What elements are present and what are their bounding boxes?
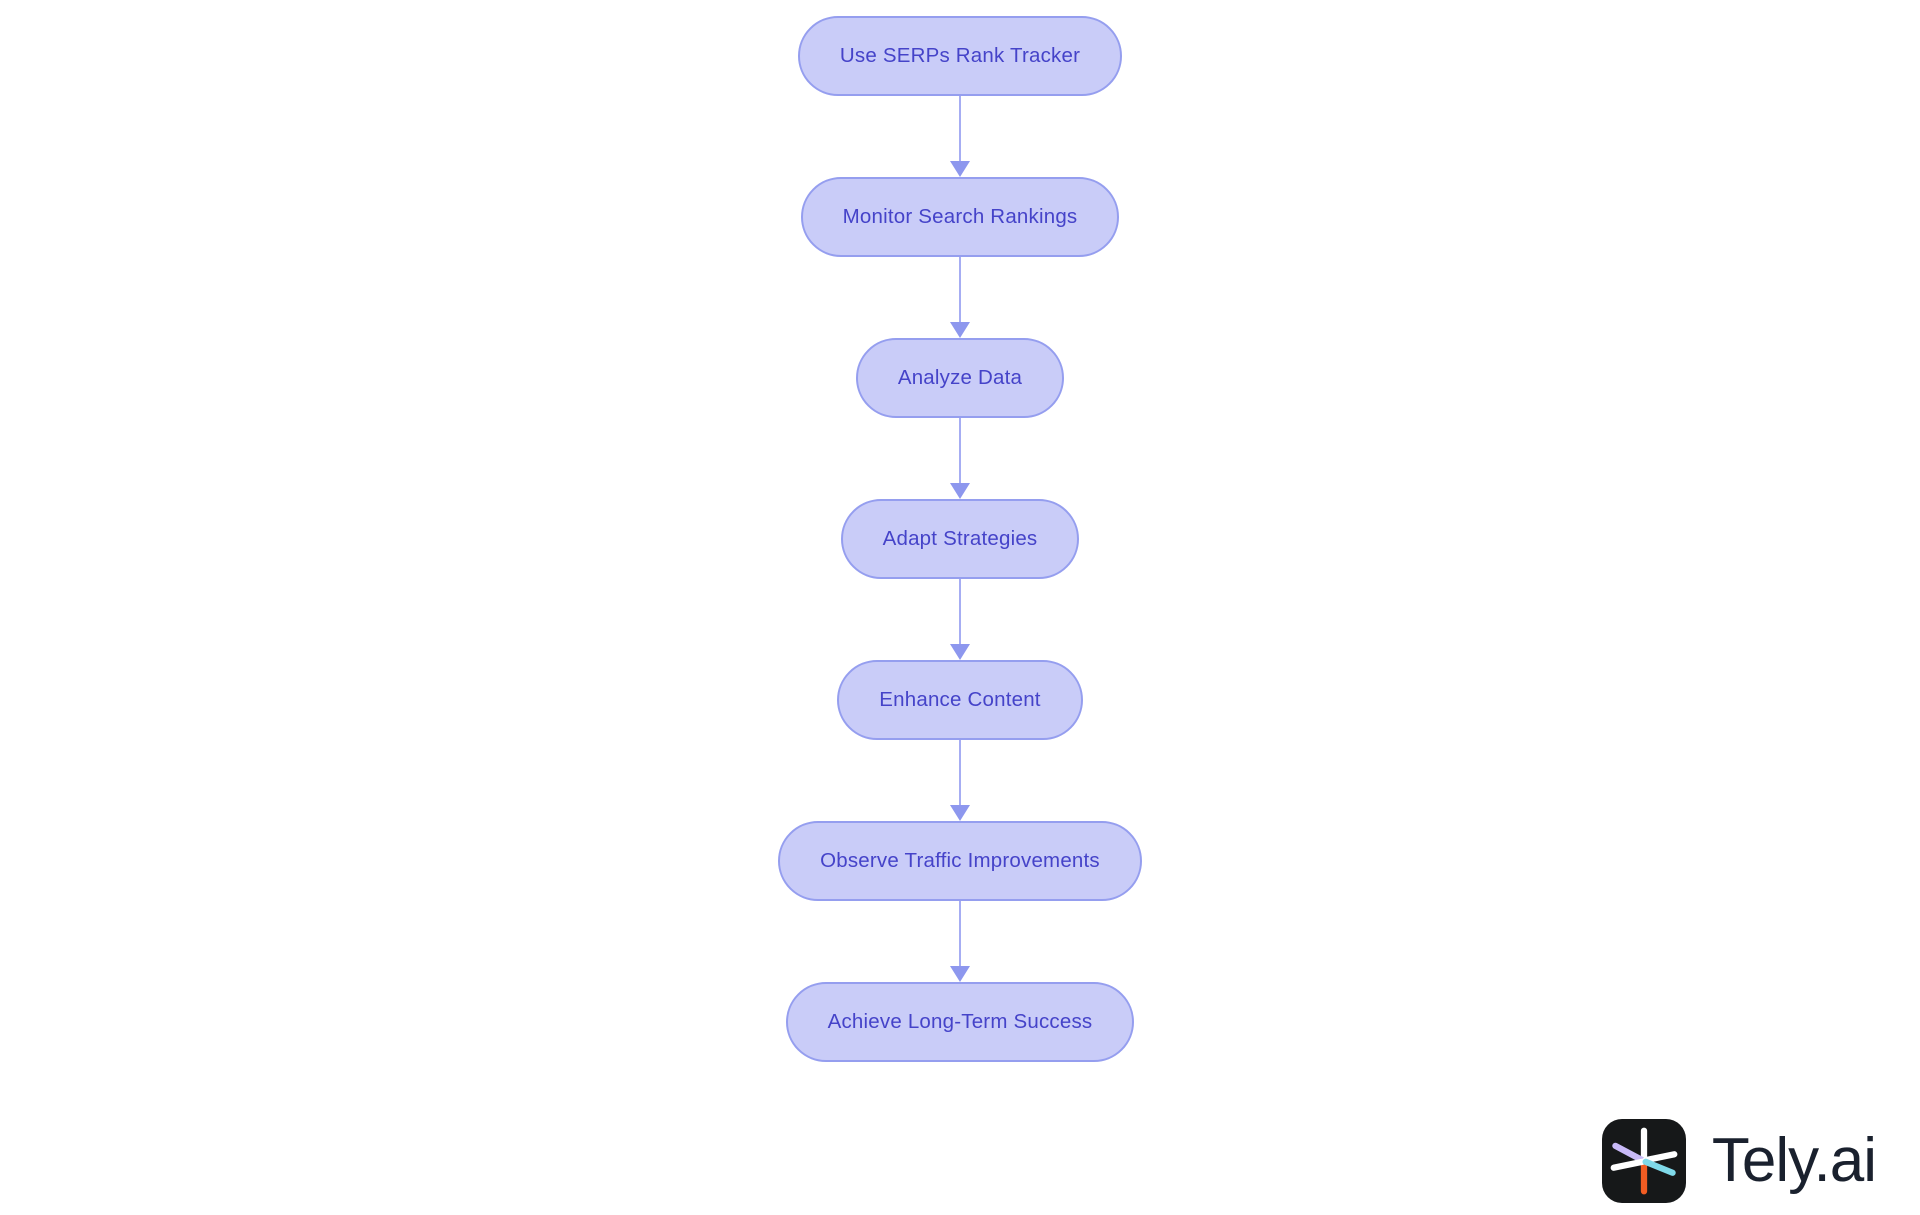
flow-node-use-serps-rank-tracker: Use SERPs Rank Tracker: [797, 16, 1123, 96]
brand-logo-text: Tely.ai: [1711, 1126, 1877, 1195]
arrow-line: [959, 579, 961, 645]
arrow-line: [959, 96, 961, 162]
flow-node-label: Achieve Long-Term Success: [827, 1010, 1093, 1033]
flow-arrow: [950, 740, 970, 821]
arrow-head-icon: [950, 644, 970, 660]
flow-arrow: [950, 418, 970, 499]
flow-node-label: Adapt Strategies: [882, 527, 1038, 550]
flow-node-label: Use SERPs Rank Tracker: [839, 44, 1081, 67]
flow-node-achieve-long-term-success: Achieve Long-Term Success: [785, 982, 1135, 1062]
flow-arrow: [950, 901, 970, 982]
flow-node-enhance-content: Enhance Content: [837, 660, 1083, 740]
flow-arrow: [950, 257, 970, 338]
arrow-head-icon: [950, 966, 970, 982]
flow-node-label: Monitor Search Rankings: [842, 205, 1078, 228]
arrow-head-icon: [950, 805, 970, 821]
flow-node-analyze-data: Analyze Data: [855, 338, 1065, 418]
flow-node-adapt-strategies: Adapt Strategies: [840, 499, 1080, 579]
arrow-line: [959, 418, 961, 484]
arrow-head-icon: [950, 322, 970, 338]
tely-asterisk-icon: [1601, 1119, 1686, 1203]
flow-node-label: Enhance Content: [879, 688, 1041, 711]
arrow-line: [959, 257, 961, 323]
flow-node-observe-traffic-improvements: Observe Traffic Improvements: [778, 821, 1142, 901]
arrow-line: [959, 740, 961, 806]
flow-node-label: Analyze Data: [897, 366, 1023, 389]
flow-arrow: [950, 96, 970, 177]
flow-node-label: Observe Traffic Improvements: [820, 849, 1100, 872]
flow-node-monitor-search-rankings: Monitor Search Rankings: [800, 177, 1120, 257]
flow-arrow: [950, 579, 970, 660]
brand-logo: Tely.ai: [1601, 1119, 1877, 1203]
arrow-line: [959, 901, 961, 967]
arrow-head-icon: [950, 161, 970, 177]
arrow-head-icon: [950, 483, 970, 499]
flowchart: Use SERPs Rank Tracker Monitor Search Ra…: [0, 16, 1920, 1062]
